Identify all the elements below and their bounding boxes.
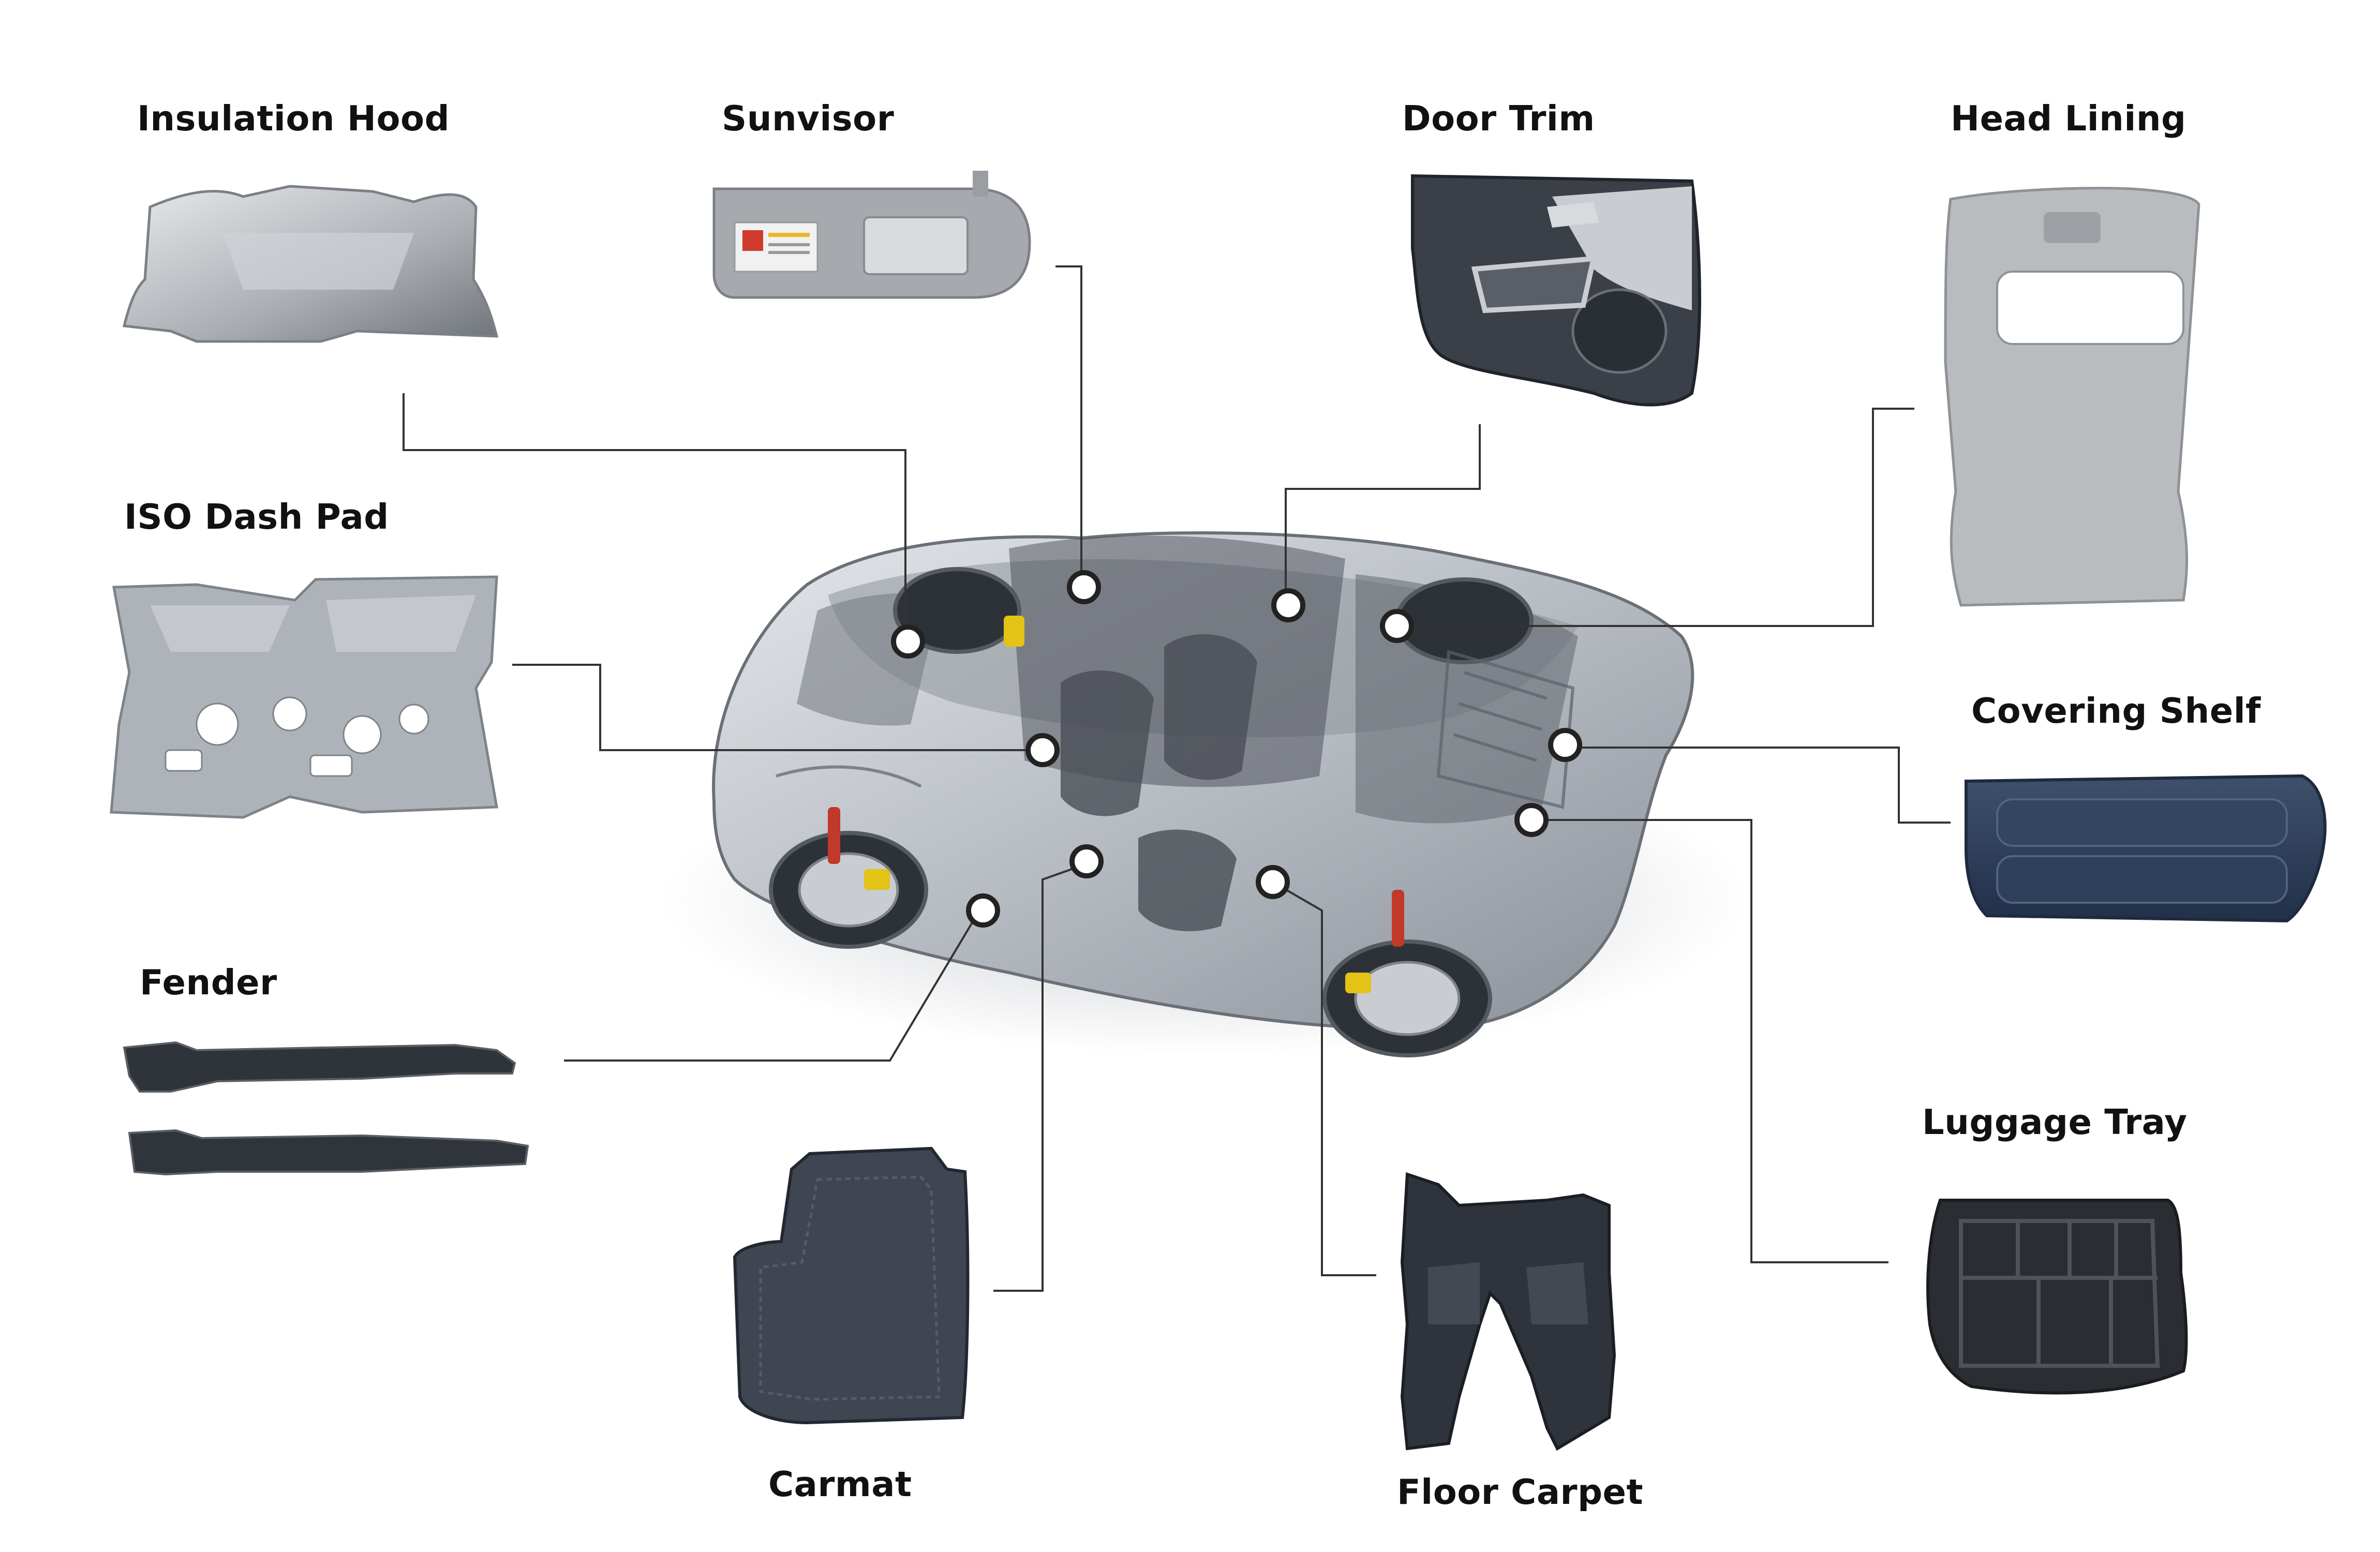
leader-line-carmat	[993, 863, 1087, 1292]
label-insulation-hood: Insulation Hood	[137, 98, 450, 139]
label-iso-dash-pad: ISO Dash Pad	[124, 497, 389, 537]
marker-insulation-hood	[891, 624, 925, 659]
leader-line-floor-carpet	[1272, 881, 1376, 1276]
covering-shelf-image	[1965, 774, 2327, 923]
iso-dash-pad-image	[110, 575, 498, 819]
leader-line-head-lining	[1397, 408, 1914, 627]
label-luggage-tray: Luggage Tray	[1922, 1102, 2188, 1142]
label-carmat: Carmat	[768, 1464, 912, 1504]
leader-line-insulation-hood	[403, 393, 906, 641]
leader-line-iso-dash-pad	[512, 664, 1045, 751]
door-trim-image	[1411, 174, 1701, 407]
leader-lines	[403, 265, 1951, 1292]
label-floor-carpet: Floor Carpet	[1397, 1472, 1644, 1512]
floor-carpet-image	[1400, 1172, 1616, 1451]
marker-covering-shelf	[1548, 728, 1582, 762]
leader-line-fender	[564, 912, 979, 1062]
label-covering-shelf: Covering Shelf	[1971, 691, 2261, 731]
marker-carmat	[1069, 844, 1104, 878]
leader-line-covering-shelf	[1568, 747, 1951, 824]
label-head-lining: Head Lining	[1951, 98, 2186, 139]
marker-head-lining	[1380, 609, 1414, 643]
leader-line-door-trim	[1285, 424, 1481, 603]
label-door-trim: Door Trim	[1402, 98, 1595, 139]
car-cutaway-illustration	[662, 531, 1749, 1057]
marker-floor-carpet	[1256, 865, 1290, 899]
marker-luggage-tray	[1514, 803, 1549, 837]
marker-fender	[966, 893, 1000, 928]
head-lining-image	[1944, 187, 2200, 607]
sunvisor-image	[712, 171, 1031, 299]
carmat-image	[733, 1146, 970, 1425]
label-sunvisor: Sunvisor	[722, 98, 895, 139]
marker-iso-dash-pad	[1025, 733, 1060, 767]
leader-line-luggage-tray	[1531, 819, 1888, 1263]
fender-image	[123, 1041, 529, 1176]
marker-sunvisor	[1067, 570, 1101, 604]
part-markers	[891, 570, 1582, 928]
leader-line-sunvisor	[1055, 265, 1082, 585]
luggage-tray-image	[1926, 1199, 2188, 1395]
label-fender: Fender	[140, 962, 277, 1003]
marker-door-trim	[1271, 588, 1305, 622]
insulation-hood-image	[122, 185, 499, 343]
